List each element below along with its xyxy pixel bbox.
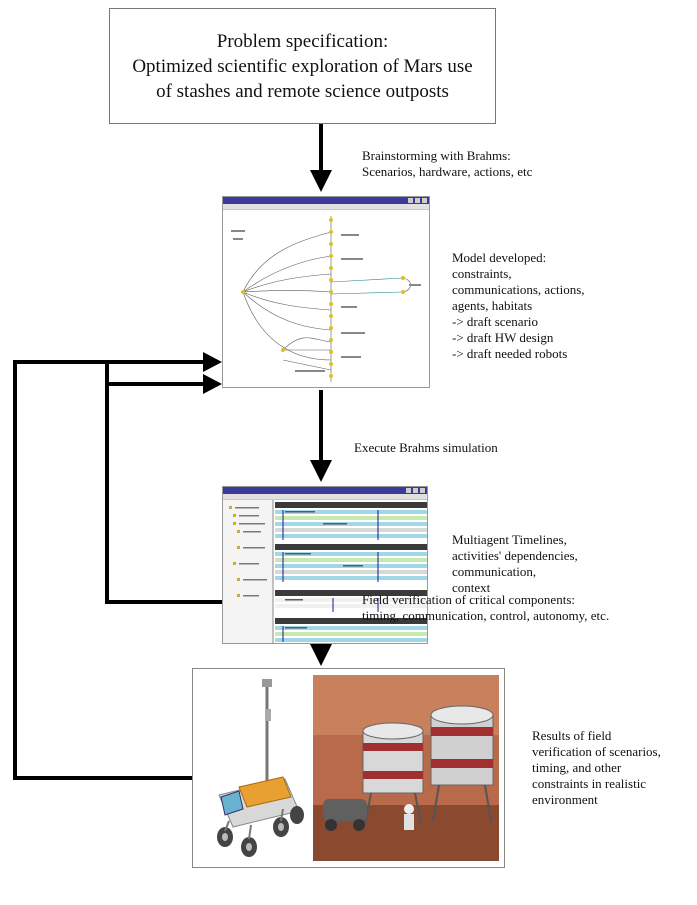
model-line-1: Model developed: [452, 250, 547, 265]
results-line-1: Results of field [532, 728, 612, 743]
model-window-titlebar [223, 197, 429, 204]
problem-specification-box: Problem specification: Optimized scienti… [109, 8, 496, 124]
results-images-box [192, 668, 505, 868]
model-graph [231, 216, 421, 382]
timelines-line-2: activities' dependencies, [452, 548, 578, 563]
results-line-3: timing, and other [532, 760, 622, 775]
execute-label: Execute Brahms simulation [354, 440, 498, 455]
timelines-screenshot [222, 486, 428, 644]
timelines-line-1: Multiagent Timelines, [452, 532, 567, 547]
field-line-2: timing, communication, control, autonomy… [362, 608, 610, 623]
model-line-4: agents, habitats [452, 298, 533, 313]
timelines-line-3: communication, [452, 564, 537, 579]
timelines-view [223, 500, 427, 643]
model-window-menubar [223, 204, 429, 210]
model-line-5: -> draft scenario [452, 314, 539, 329]
execute-note: Execute Brahms simulation [354, 440, 498, 456]
brainstorm-line-1: Brainstorming with Brahms: [362, 148, 511, 163]
arrow-3-shaft-top [319, 642, 323, 646]
timelines-window-menubar [223, 494, 427, 500]
timelines-note: Multiagent Timelines, activities' depend… [452, 532, 578, 596]
results-line-4: constraints in realistic [532, 776, 647, 791]
results-line-5: environment [532, 792, 598, 807]
field-note: Field verification of critical component… [362, 592, 609, 624]
feedback-head-outer [203, 352, 222, 372]
problem-line-2: Optimized scientific exploration of Mars… [132, 55, 473, 77]
model-line-2: constraints, [452, 266, 512, 281]
brainstorm-note: Brainstorming with Brahms: Scenarios, ha… [362, 148, 532, 180]
timelines-line-4: context [452, 580, 491, 595]
model-line-3: communications, actions, [452, 282, 585, 297]
model-line-7: -> draft needed robots [452, 346, 568, 361]
model-screenshot [222, 196, 430, 388]
problem-line-3: of stashes and remote science outposts [156, 80, 449, 102]
model-line-6: -> draft HW design [452, 330, 554, 345]
feedback-loop-timelines-to-model [105, 362, 222, 604]
results-note: Results of field verification of scenari… [532, 728, 661, 808]
timelines-window-titlebar [223, 487, 427, 494]
problem-title: Problem specification: [216, 30, 389, 52]
model-note: Model developed: constraints, communicat… [452, 250, 585, 362]
feedback-loop-results-to-model [13, 360, 204, 780]
field-line-1: Field verification of critical component… [362, 592, 575, 607]
feedback-head-inner [203, 374, 222, 394]
rover-image [217, 679, 304, 857]
arrow-head-2 [310, 460, 332, 482]
arrow-head-3 [310, 644, 332, 666]
arrow-head-1 [310, 170, 332, 192]
brainstorm-line-2: Scenarios, hardware, actions, etc [362, 164, 533, 179]
mars-habitat-image [313, 675, 499, 861]
results-line-2: verification of scenarios, [532, 744, 661, 759]
